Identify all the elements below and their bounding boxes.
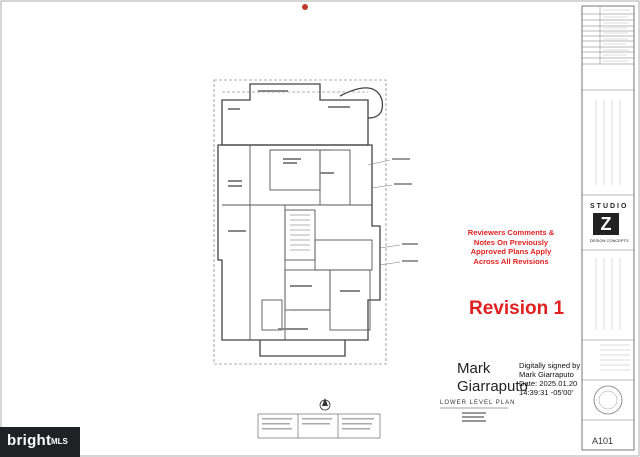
general-notes-box (257, 413, 381, 439)
interior-walls (222, 145, 373, 340)
title-block (581, 5, 635, 451)
revision-table (582, 6, 634, 421)
seal-stamp (593, 385, 623, 415)
north-arrow-icon (319, 398, 331, 411)
signature-date: Date: 2025.01.20 (519, 379, 578, 388)
signature-name-line1: Mark (457, 360, 491, 377)
stairs (290, 214, 310, 251)
signature-digital-line2: Mark Giarraputo (519, 370, 574, 379)
review-note: Reviewers Comments & Notes On Previously… (467, 228, 555, 266)
studio-logo-sub: DESIGN CONCEPTS (590, 238, 629, 243)
signature-digital-line1: Digitally signed by (519, 361, 581, 370)
watermark-brand: bright (7, 432, 52, 449)
watermark-suffix: MLS (51, 437, 68, 446)
revision-label: Revision 1 (469, 298, 565, 319)
sheet-number: A101 (592, 436, 614, 446)
signature-time: 14:39:31 -05'00' (519, 388, 573, 397)
emblem-icon (302, 4, 308, 10)
studio-logo-word: STUDIO (590, 203, 629, 210)
studio-logo-mark: Z (593, 213, 619, 235)
bright-mls-watermark: bright MLS (0, 427, 80, 457)
plan-title: LOWER LEVEL PLAN (440, 400, 516, 406)
plan-walls (217, 83, 384, 357)
signature-name-line2: Giarraputo (457, 378, 528, 395)
